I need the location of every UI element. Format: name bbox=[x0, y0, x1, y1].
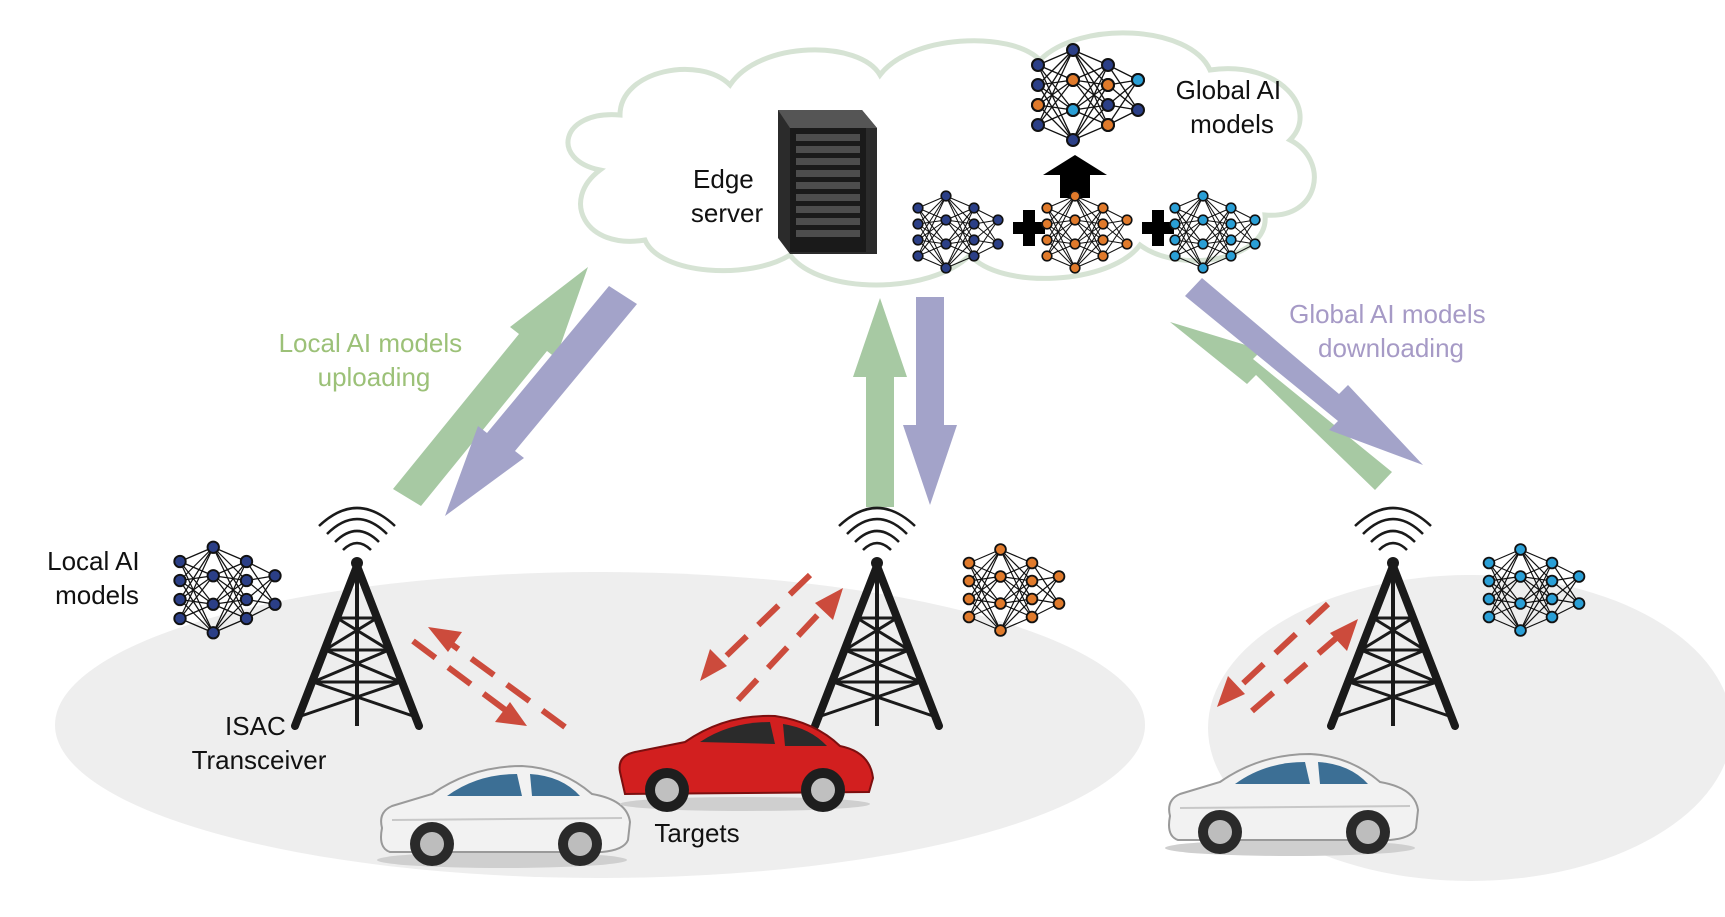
targets-label: Targets bbox=[654, 818, 739, 848]
upload-download-arrows bbox=[393, 267, 1423, 516]
sensing-arrow bbox=[428, 627, 567, 730]
uploading-label: Local AI models uploading bbox=[279, 328, 470, 392]
edge-server-label: Edge server bbox=[691, 164, 764, 228]
download-arrow-left bbox=[445, 286, 637, 516]
sensing-arrow bbox=[411, 638, 527, 726]
edge-server-icon bbox=[778, 110, 877, 254]
upload-arrow-right bbox=[1170, 322, 1392, 490]
isac-transceiver-label: ISAC Transceiver bbox=[192, 711, 327, 775]
up-arrow-icon bbox=[1043, 155, 1107, 198]
downloading-label: Global AI models downloading bbox=[1289, 299, 1493, 363]
plus-icon bbox=[1142, 210, 1174, 246]
sensing-arrow bbox=[1250, 619, 1358, 714]
sensing-arrow bbox=[735, 588, 843, 703]
upload-arrow-left bbox=[393, 267, 588, 506]
plus-icon bbox=[1013, 210, 1045, 246]
global-models-label: Global AI models bbox=[1176, 75, 1289, 139]
global-model-network-icon bbox=[1031, 43, 1145, 147]
download-arrow-middle bbox=[903, 297, 957, 505]
aggregation-row bbox=[912, 190, 1261, 274]
sensing-arrow bbox=[700, 572, 813, 681]
sensing-arrow bbox=[1217, 601, 1331, 707]
sensing-signals bbox=[411, 572, 1358, 730]
download-arrow-right bbox=[1185, 278, 1423, 465]
local-models-label: Local AI models bbox=[47, 546, 147, 610]
upload-arrow-middle bbox=[853, 298, 907, 507]
